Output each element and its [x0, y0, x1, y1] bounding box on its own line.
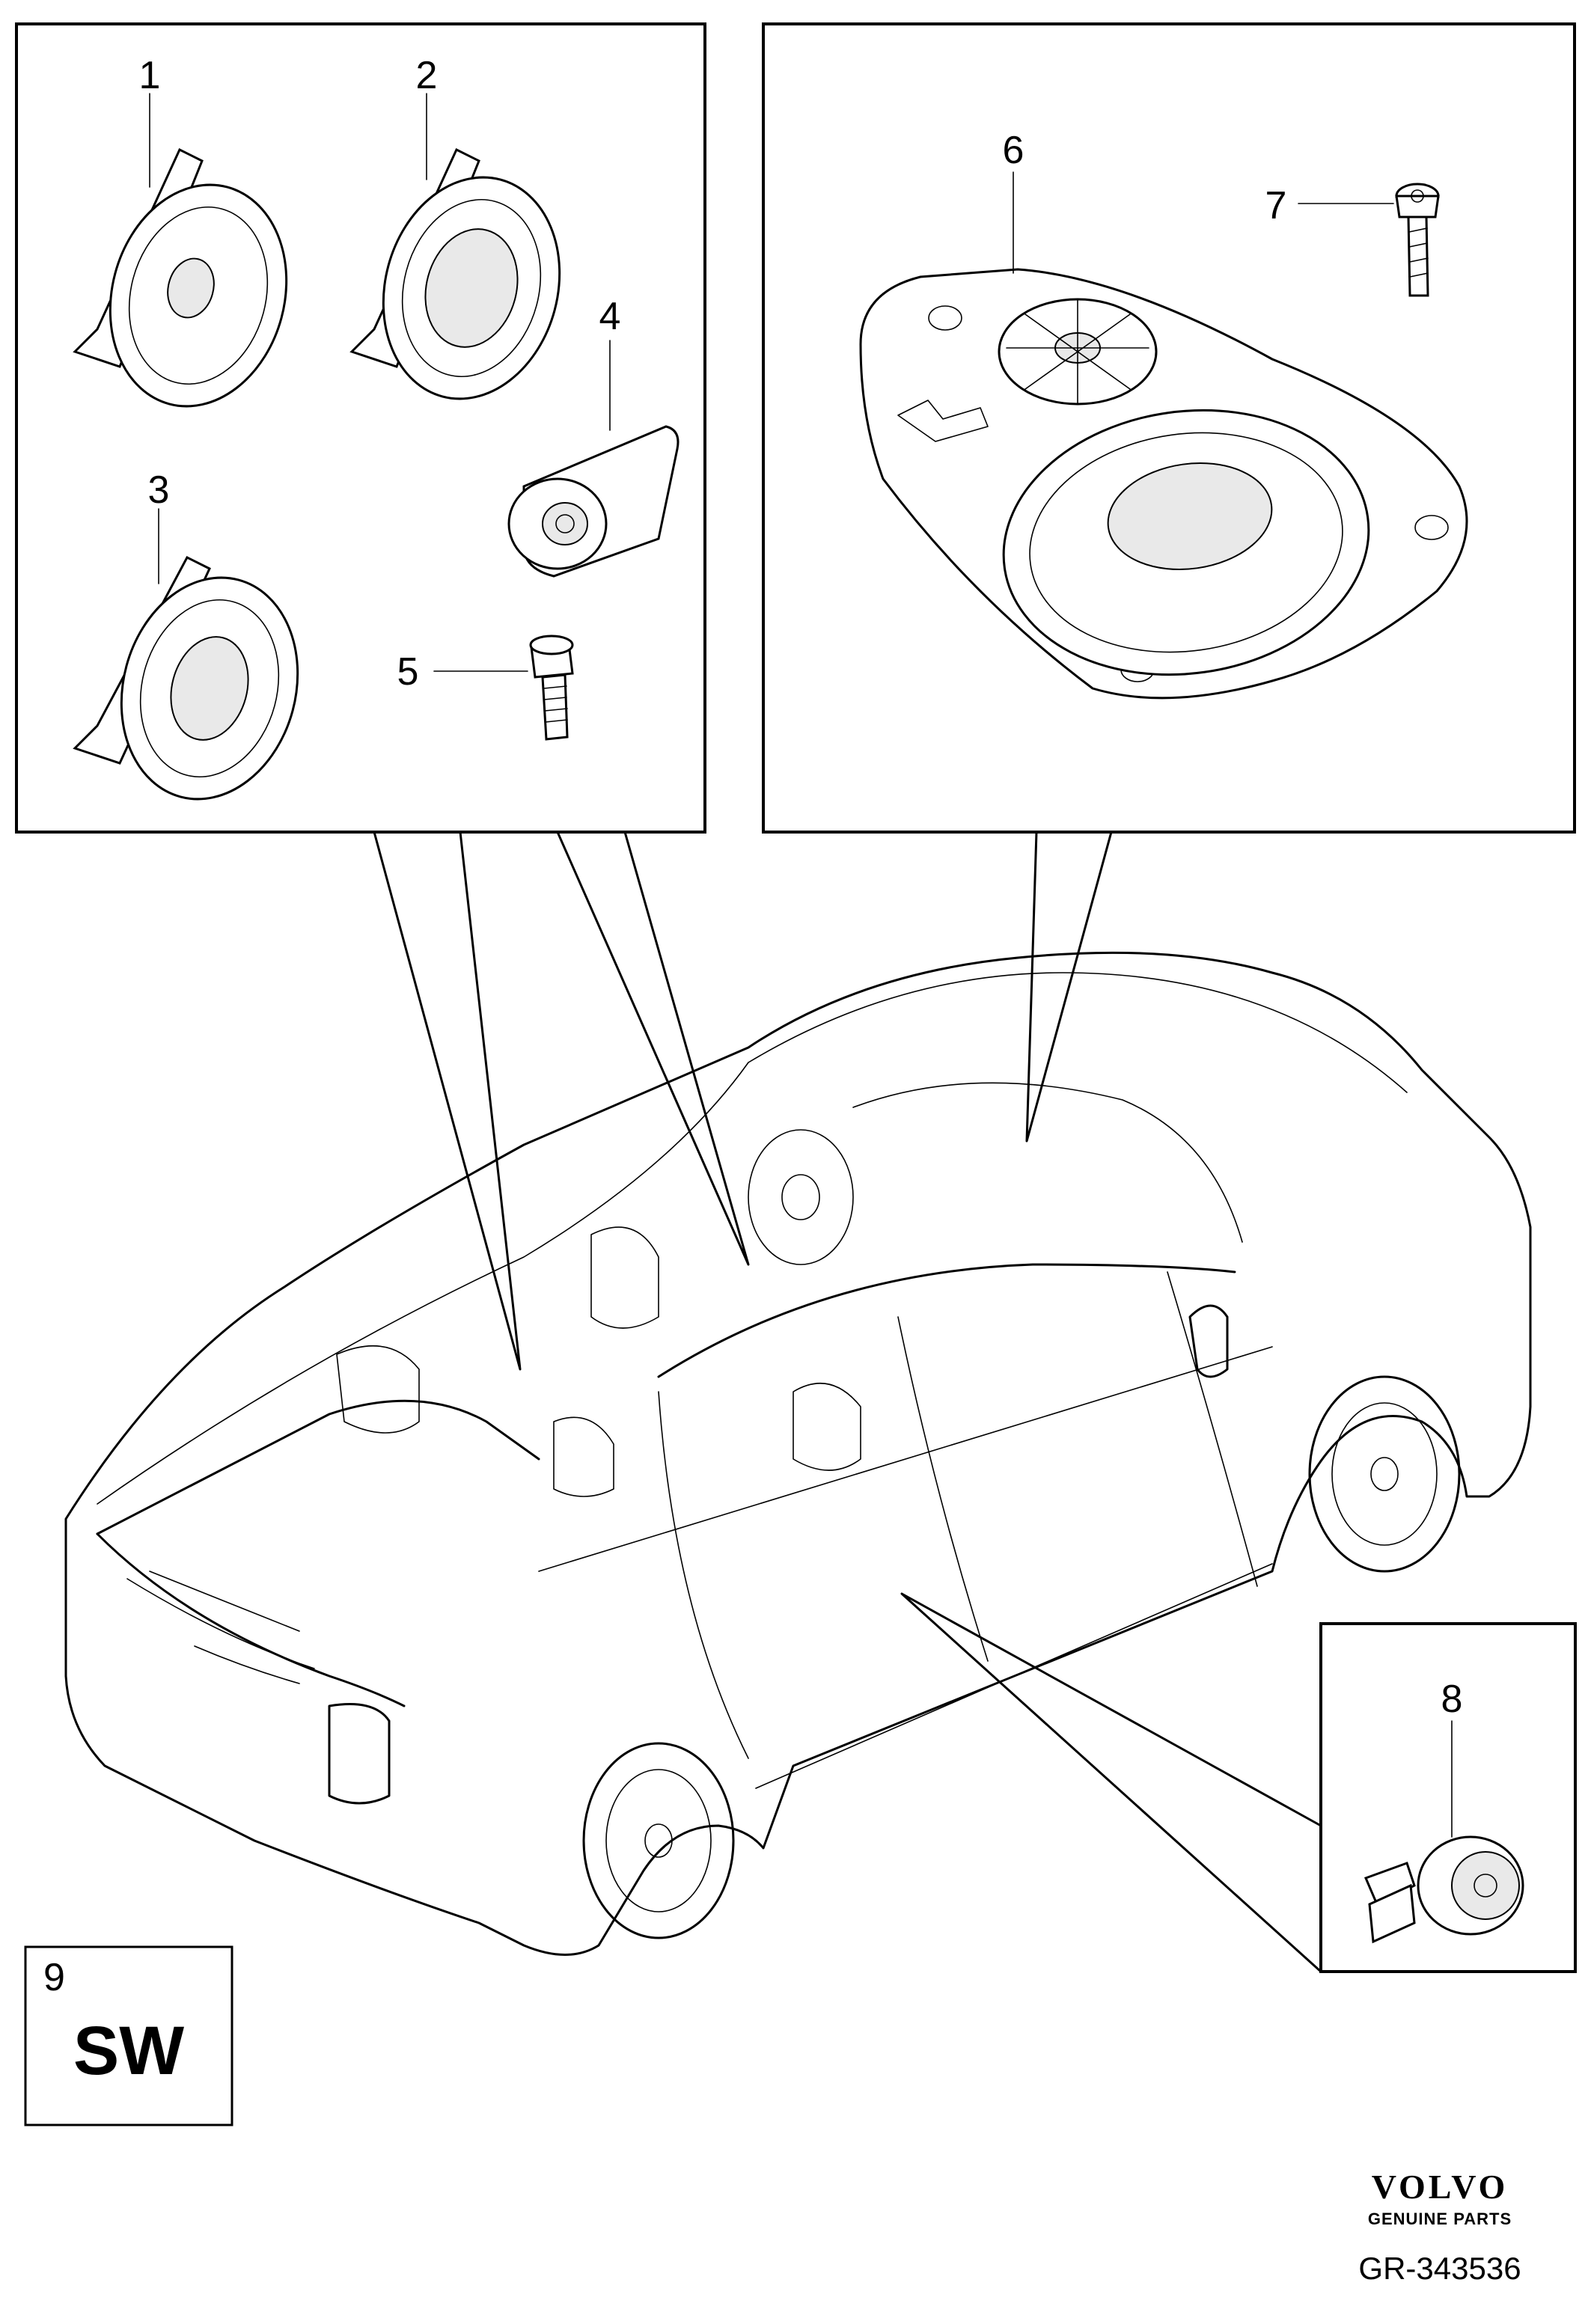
parts-box-left: 1 2 3 4 — [15, 22, 706, 834]
callout-leaders — [373, 831, 1322, 1973]
screw-part-5[interactable] — [529, 634, 574, 741]
part-label-5: 5 — [397, 650, 419, 694]
speaker-part-2[interactable] — [349, 147, 584, 419]
part-label-7: 7 — [1265, 184, 1287, 227]
part-label-4: 4 — [599, 295, 621, 338]
parts-box-right: 6 7 — [762, 22, 1576, 834]
speaker-part-3[interactable] — [73, 556, 322, 819]
brand-tagline: GENUINE PARTS — [1368, 2210, 1512, 2228]
parts-box-tweeter: 8 — [1319, 1622, 1577, 1973]
diagram-reference: GR-343536 — [1358, 2251, 1521, 2286]
variant-box: 9 SW — [24, 1945, 233, 2126]
part-label-2: 2 — [416, 54, 438, 97]
tweeter-part-4[interactable] — [507, 425, 680, 578]
variant-code: SW — [73, 2013, 184, 2089]
brand-block: VOLVO GENUINE PARTS GR-343536 — [1358, 2168, 1521, 2286]
volvo-logo: VOLVO — [1372, 2168, 1509, 2206]
center-speaker-part-6[interactable] — [859, 268, 1468, 700]
tweeter-part-8[interactable] — [1364, 1835, 1524, 1944]
screw-part-7[interactable] — [1395, 183, 1440, 297]
part-label-6: 6 — [1003, 129, 1024, 172]
part-label-8: 8 — [1441, 1678, 1463, 1721]
part-label-1: 1 — [139, 54, 161, 97]
speaker-part-1[interactable] — [73, 147, 311, 426]
variant-number: 9 — [43, 1956, 65, 1999]
part-label-3: 3 — [148, 468, 170, 512]
car-illustration — [64, 951, 1532, 1956]
